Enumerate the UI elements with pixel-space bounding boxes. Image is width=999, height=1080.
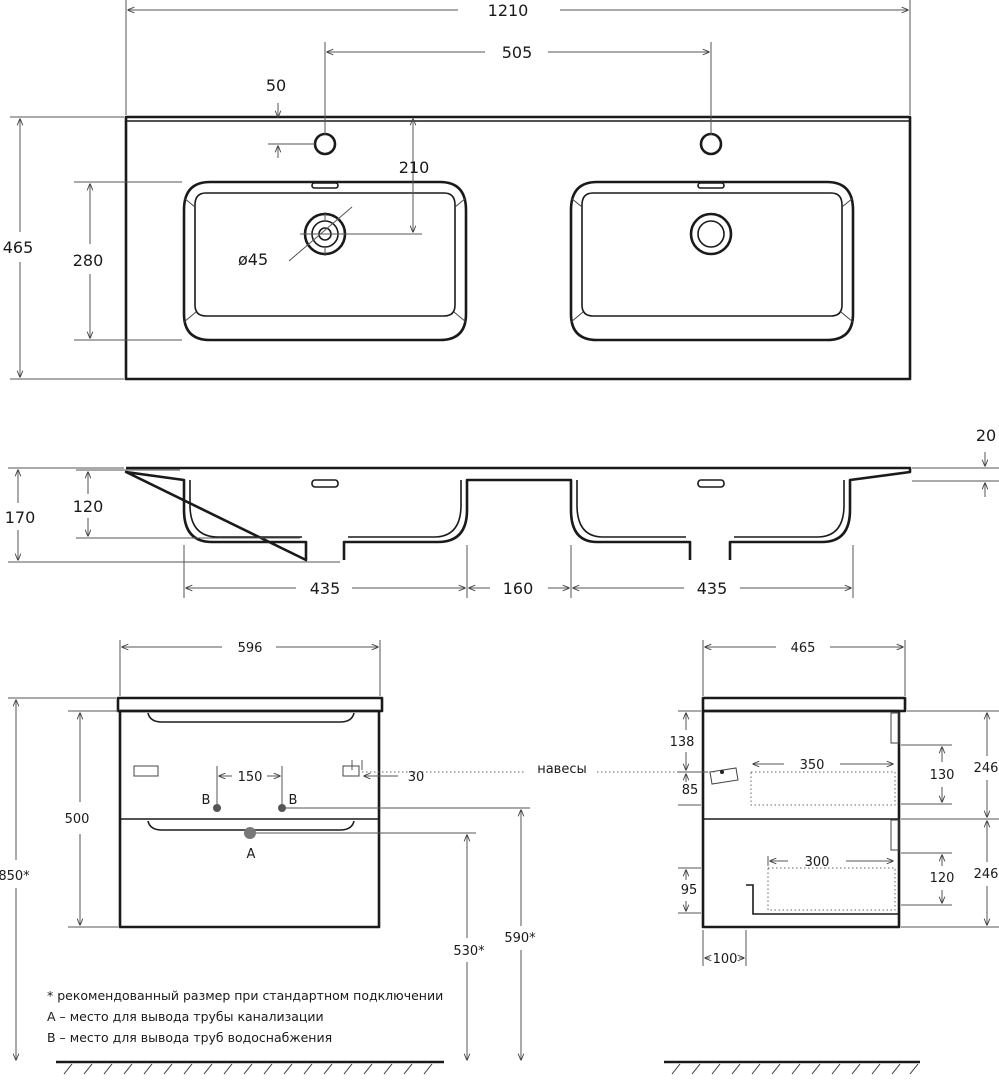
dim-120: 120 [930,871,955,886]
dim-bowl-height: 120 [73,497,104,516]
dim-height-a: 530* [453,944,485,959]
label-a: A [247,847,256,862]
dim-height-b: 590* [504,931,536,946]
dim-side-depth: 465 [791,641,816,656]
note-recommended: * рекомендованный размер при стандартном… [47,988,443,1003]
top-view: 1210 505 50 210 ø45 465 280 [3,0,912,381]
dim-300: 300 [805,855,830,870]
dim-246-bottom: 246 [974,867,999,882]
dim-slab-thickness: 20 [976,426,996,445]
note-a: A – место для вывода трубы канализации [47,1009,324,1024]
dim-tap-to-drain: 210 [399,158,430,177]
note-b: B – место для вывода труб водоснабжения [47,1030,332,1045]
front-view: B B A 596 150 30 500 850* 5 [0,640,536,1075]
dim-drain-diameter: ø45 [238,250,268,269]
dim-tap-spacing: 505 [502,43,533,62]
dim-front-total-height: 850* [0,869,30,884]
dim-bowl-width-left: 435 [310,579,341,598]
dim-b-spacing: 150 [238,770,263,785]
notes: * рекомендованный размер при стандартном… [47,988,443,1045]
dim-246-top: 246 [974,761,999,776]
dim-depth: 465 [3,238,34,257]
countertop-outline [124,115,912,381]
dim-350: 350 [800,758,825,773]
dim-100: 100 [713,952,738,967]
dim-bowl-depth: 280 [73,251,104,270]
right-bowl-top [569,132,855,342]
dim-bowl-width-right: 435 [697,579,728,598]
dim-total-height: 170 [5,508,36,527]
label-b-right: B [289,793,298,808]
dim-95: 95 [681,883,698,898]
side-view: навесы 465 138 85 350 130 246 [362,640,999,1075]
dim-130: 130 [930,768,955,783]
section-view: 20 170 120 435 160 435 [5,426,999,598]
dim-cabinet-height: 500 [65,812,90,827]
dim-bowl-gap: 160 [503,579,534,598]
label-hangers: навесы [537,762,587,777]
dim-138: 138 [670,735,695,750]
dim-overall-width: 1210 [488,1,529,20]
dim-tap-offset: 50 [266,76,286,95]
dim-85: 85 [682,783,699,798]
section-profile [124,466,912,562]
dim-front-width: 596 [238,641,263,656]
label-b-left: B [202,793,211,808]
dim-hanger-offset: 30 [408,770,425,785]
